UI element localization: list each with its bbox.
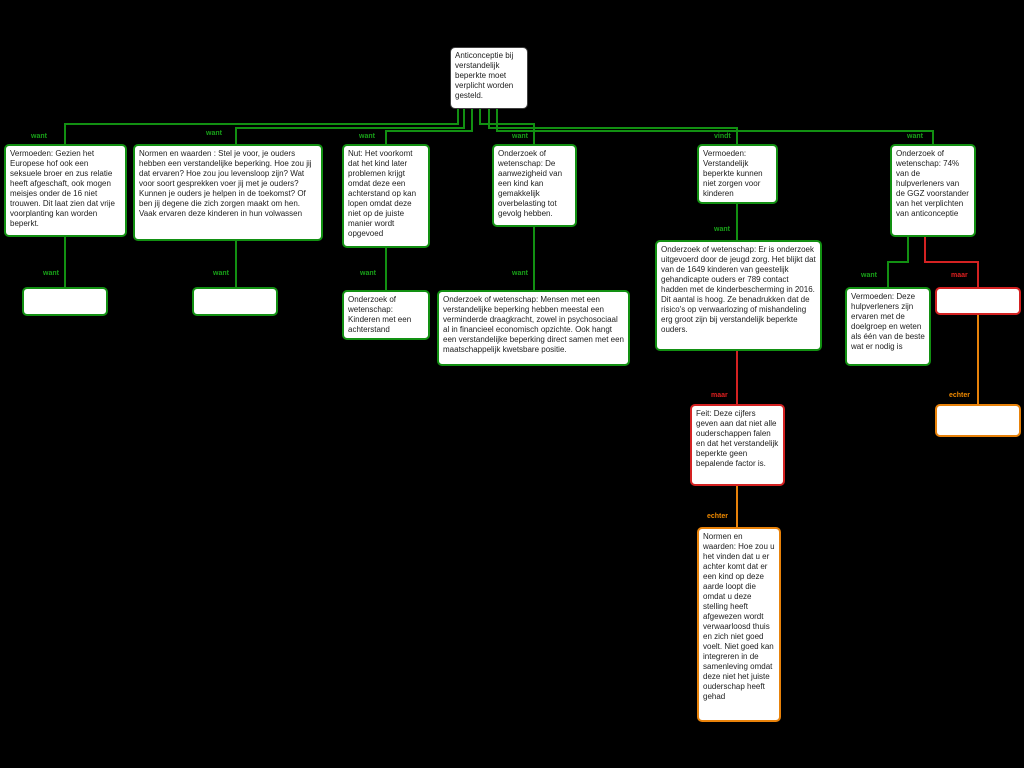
edge-label-echter[interactable]: echter (948, 392, 972, 399)
node-text: Onderzoek of wetenschap: Mensen met een … (443, 295, 624, 354)
edge-label-want[interactable]: want (212, 270, 230, 277)
edge-label-want[interactable]: want (713, 226, 731, 233)
edge-label-want[interactable]: want (42, 270, 60, 277)
node-feit-cijfers[interactable]: Feit: Deze cijfers geven aan dat niet al… (690, 404, 785, 486)
edge-label-want[interactable]: want (30, 133, 48, 140)
node-text: Onderzoek of wetenschap: De aanwezigheid… (498, 149, 563, 218)
node-onderzoek-74-procent[interactable]: Onderzoek of wetenschap: 74% van de hulp… (890, 144, 976, 237)
node-onderzoek-achterstand[interactable]: Onderzoek of wetenschap: Kinderen met ee… (342, 290, 430, 340)
edge-label-echter[interactable]: echter (706, 513, 730, 520)
node-text: Normen en waarden : Stel je voor, je oud… (139, 149, 312, 218)
node-vermoeden-hulpverleners[interactable]: Vermoeden: Deze hulpverleners zijn ervar… (845, 287, 931, 366)
edge-label-want[interactable]: want (860, 272, 878, 279)
node-empty-support-2[interactable] (192, 287, 278, 316)
node-text: Vermoeden: Gezien het Europese hof ook e… (10, 149, 115, 228)
node-normen-waarden-verwaarlozing[interactable]: Normen en waarden: Hoe zou u het vinden … (697, 527, 781, 722)
edge-root-normen-ouders (235, 108, 465, 147)
node-onderzoek-jeugdzorg[interactable]: Onderzoek of wetenschap: Er is onderzoek… (655, 240, 822, 351)
edge-label-maar[interactable]: maar (950, 272, 969, 279)
node-empty-support-1[interactable] (22, 287, 108, 316)
edge-root-europese-hof (64, 108, 459, 147)
edge-root-nut (385, 108, 473, 147)
edge-label-want[interactable]: want (906, 133, 924, 140)
node-text: Nut: Het voorkomt dat het kind later pro… (348, 149, 417, 238)
edge-root-ggz74 (496, 108, 934, 147)
node-text: Feit: Deze cijfers geven aan dat niet al… (696, 409, 779, 468)
node-onderzoek-draagkracht[interactable]: Onderzoek of wetenschap: Mensen met een … (437, 290, 630, 366)
node-text: Vermoeden: Verstandelijk beperkte kunnen… (703, 149, 763, 198)
edge-label-want[interactable]: want (511, 133, 529, 140)
edge-ggz74-empty-objection (924, 232, 979, 290)
edge-root-overbelasting (479, 108, 535, 147)
node-text: Normen en waarden: Hoe zou u het vinden … (703, 532, 775, 701)
node-vermoeden-niet-zorgen[interactable]: Vermoeden: Verstandelijk beperkte kunnen… (697, 144, 778, 204)
node-onderzoek-overbelasting[interactable]: Onderzoek of wetenschap: De aanwezigheid… (492, 144, 577, 227)
node-text: Onderzoek of wetenschap: Kinderen met ee… (348, 295, 412, 334)
edge-label-want[interactable]: want (358, 133, 376, 140)
node-text: Anticonceptie bij verstandelijk beperkte… (455, 51, 514, 100)
node-normen-waarden-ouders[interactable]: Normen en waarden : Stel je voor, je oud… (133, 144, 323, 241)
edge-label-vindt[interactable]: vindt (713, 133, 732, 140)
edge-label-maar[interactable]: maar (710, 392, 729, 399)
node-vermoeden-europese-hof[interactable]: Vermoeden: Gezien het Europese hof ook e… (4, 144, 127, 237)
node-nut-voorkomen[interactable]: Nut: Het voorkomt dat het kind later pro… (342, 144, 430, 248)
node-empty-however[interactable] (935, 404, 1021, 437)
edge-label-want[interactable]: want (511, 270, 529, 277)
edge-label-want[interactable]: want (359, 270, 377, 277)
edge-ggz74-hulpverleners (887, 232, 909, 290)
node-empty-objection[interactable] (935, 287, 1021, 315)
node-text: Vermoeden: Deze hulpverleners zijn ervar… (851, 292, 925, 351)
edge-label-want[interactable]: want (205, 130, 223, 137)
node-text: Onderzoek of wetenschap: Er is onderzoek… (661, 245, 816, 334)
node-text: Onderzoek of wetenschap: 74% van de hulp… (896, 149, 969, 218)
edge-root-niet-zorgen (488, 108, 738, 147)
node-root-claim[interactable]: Anticonceptie bij verstandelijk beperkte… (450, 47, 528, 109)
